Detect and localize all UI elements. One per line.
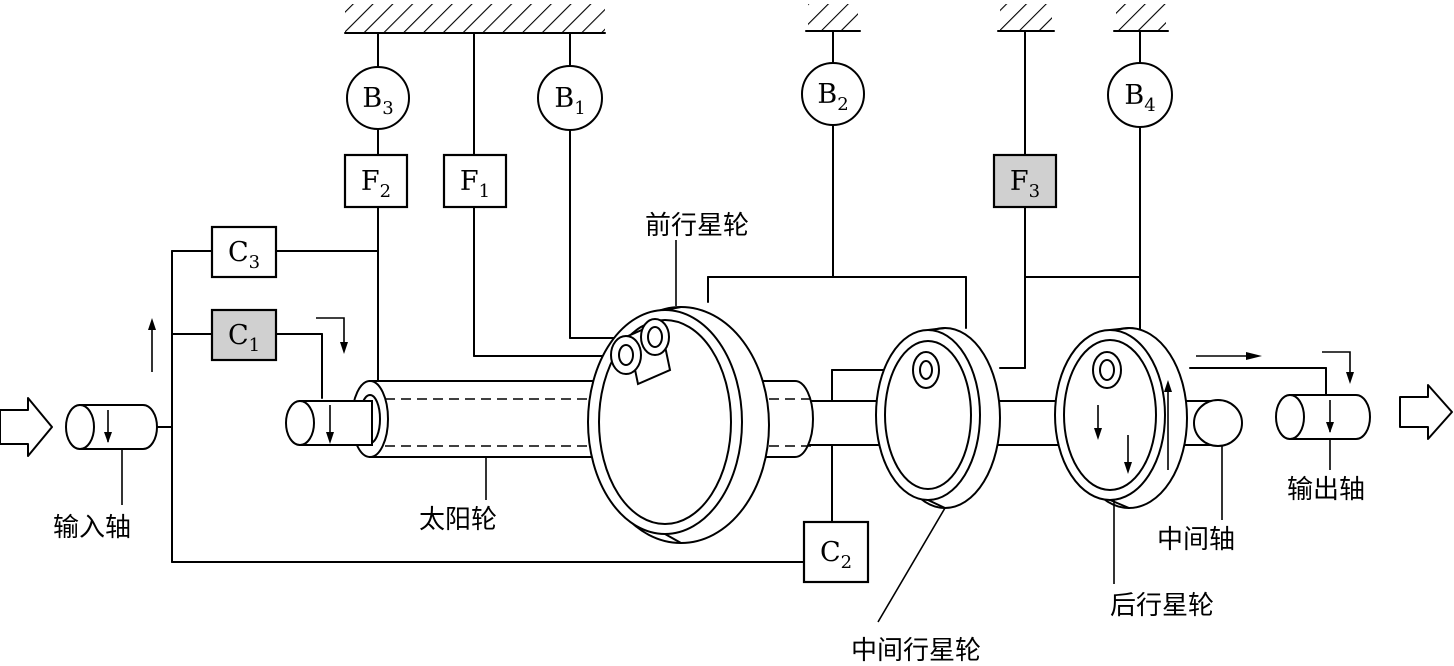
clutch-c1: C1: [210, 308, 278, 362]
brake-b1: B1: [537, 65, 603, 131]
brake-b2: B2: [801, 62, 865, 126]
input-shaft-stub: [65, 404, 158, 450]
middle-planetary-ring: [875, 327, 1001, 509]
one-way-clutch-f2: F2: [343, 153, 409, 209]
input-drive-shaft: [285, 400, 373, 446]
svg-text:C1: C1: [228, 320, 260, 356]
brake-b4: B4: [1107, 62, 1173, 128]
label-input-shaft: 输入轴: [53, 513, 131, 543]
one-way-clutch-f3: F3: [992, 153, 1058, 209]
svg-text:B2: B2: [817, 79, 848, 115]
svg-text:B3: B3: [362, 83, 393, 119]
svg-text:B1: B1: [554, 83, 585, 119]
connection-lines: [154, 30, 1327, 563]
output-shaft-stub: [1275, 394, 1371, 440]
svg-text:B4: B4: [1124, 80, 1155, 116]
brake-b3: B3: [346, 66, 410, 130]
leader-lines: [121, 240, 1331, 623]
svg-text:F1: F1: [460, 166, 490, 202]
direction-arrows: [0, 317, 1453, 457]
housing-ground: [344, 4, 1169, 34]
svg-text:C2: C2: [820, 537, 852, 573]
svg-text:F2: F2: [361, 166, 391, 202]
clutch-c2: C2: [802, 520, 870, 584]
clutch-c3: C3: [210, 225, 278, 279]
label-front-planet: 前行星轮: [645, 211, 749, 241]
svg-text:F3: F3: [1010, 166, 1040, 202]
label-sun-gear: 太阳轮: [419, 505, 497, 535]
label-output-shaft: 输出轴: [1287, 475, 1365, 505]
label-middle-planet: 中间行星轮: [851, 636, 981, 666]
svg-text:C3: C3: [228, 237, 260, 273]
rear-planetary-ring: [1054, 327, 1188, 509]
label-rear-planet: 后行星轮: [1110, 591, 1214, 621]
front-planetary-ring: [587, 306, 770, 544]
label-intermediate-shaft: 中间轴: [1157, 525, 1235, 555]
one-way-clutch-f1: F1: [442, 153, 508, 209]
